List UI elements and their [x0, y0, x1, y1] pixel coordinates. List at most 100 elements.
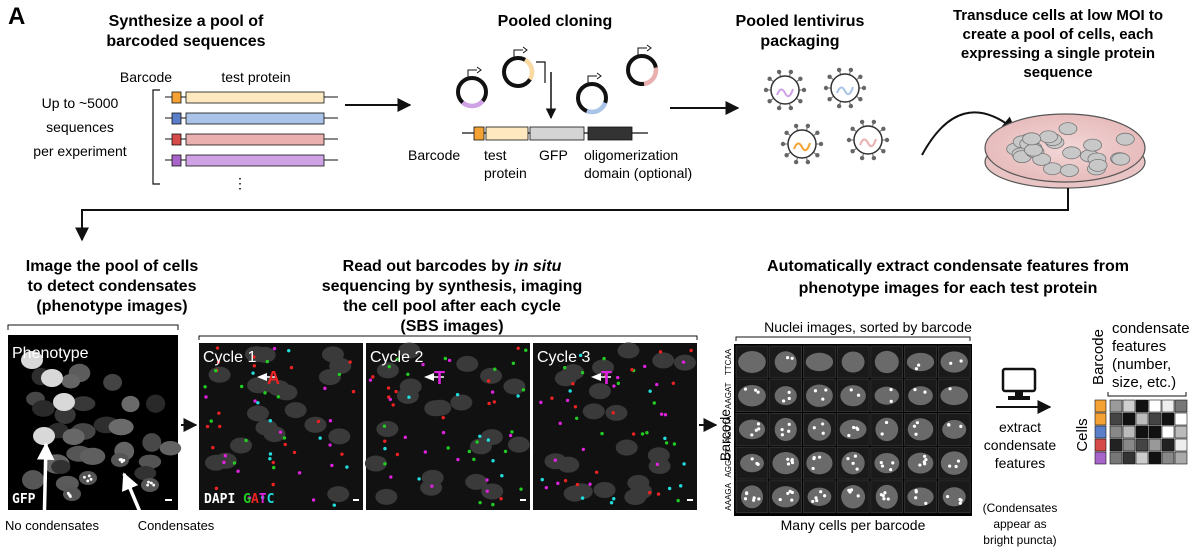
sbs-spot — [609, 501, 614, 505]
sbs-nucleus — [615, 439, 638, 456]
virus-spike-tip — [884, 137, 890, 143]
sbs-spot — [524, 348, 528, 352]
tile-nucleus — [874, 350, 899, 374]
construct-oligomerization — [587, 126, 633, 141]
barcode-label: AGCTA — [724, 415, 733, 443]
sbs-spot — [478, 434, 482, 438]
tile-punctum — [787, 422, 791, 427]
sbs-spot — [467, 449, 472, 454]
step5-title-line1: Image the pool of cells — [26, 258, 199, 275]
step6-title-italic: in situ — [514, 258, 561, 275]
sbs-nucleus — [554, 370, 577, 387]
phenotype-nucleus — [103, 373, 123, 391]
sbs-spot — [575, 482, 580, 487]
sbs-spot — [278, 430, 283, 434]
matrix-cell — [1174, 438, 1188, 452]
sbs-spot — [443, 356, 448, 361]
step4-title-line4: sequence — [1023, 64, 1092, 81]
virus-spike-tip — [881, 126, 886, 132]
sbs-nucleus — [376, 362, 399, 379]
step6-title-line4: (SBS images) — [400, 318, 503, 335]
barcode-label: TTCAA — [724, 348, 733, 375]
sbs-spot — [682, 462, 686, 466]
phenotype-nucleus — [71, 396, 96, 412]
virus-capsid — [830, 73, 860, 103]
dish-cell — [1088, 158, 1108, 172]
virus-spike-tip — [836, 103, 842, 109]
sbs-spot — [472, 457, 476, 462]
sbs-spot — [616, 381, 621, 386]
step2-protein-label: protein — [484, 165, 527, 181]
virus-spike-tip — [793, 159, 799, 165]
phenotype-nucleus — [51, 459, 71, 474]
note-line1: (Condensates — [983, 501, 1058, 515]
sbs-spot — [656, 492, 661, 496]
sbs-spot — [311, 498, 316, 502]
virus-spike-tip — [767, 98, 772, 104]
sbs-spot — [283, 442, 287, 447]
sbs-spot — [292, 450, 297, 455]
step4-title-line3: expressing a single protein — [961, 45, 1155, 62]
matrix-cell — [1109, 399, 1123, 413]
cycle-pointer — [424, 373, 434, 381]
tile-punctum — [821, 397, 825, 401]
virus-spike-tip — [784, 152, 789, 158]
sbs-nucleus — [247, 377, 270, 394]
tile-punctum — [788, 489, 792, 493]
sbs-spot — [271, 482, 275, 487]
promoter-arrow — [637, 47, 647, 55]
sbs-spot — [215, 346, 220, 350]
step6-title-part1: Read out barcodes by — [343, 258, 515, 275]
tile-nucleus — [940, 351, 968, 373]
scale-bar — [165, 499, 172, 501]
cycle-base: T — [601, 368, 612, 388]
virus-spike-tip — [823, 85, 829, 91]
sbs-spot — [486, 438, 491, 442]
tile-punctum — [882, 497, 886, 501]
sbs-spot — [516, 346, 520, 350]
sbs-nucleus — [375, 488, 398, 505]
tile-punctum — [959, 359, 963, 363]
barcode-axis-label: Barcode — [717, 409, 733, 461]
sbs-spot — [581, 447, 586, 452]
gfp-channel-label: GFP — [12, 492, 36, 507]
matrix-cell — [1109, 451, 1123, 465]
tile-punctum — [856, 393, 861, 397]
sbs-spot — [493, 367, 497, 371]
tile-punctum — [958, 497, 962, 502]
tile-punctum — [918, 463, 922, 467]
step4-title-line2: create a pool of cells, each — [963, 26, 1154, 43]
sbs-spot — [216, 360, 221, 364]
phenotype-nucleus — [142, 433, 162, 452]
promoter-arrowhead — [596, 72, 602, 80]
sbs-spot — [571, 382, 575, 386]
tile-nucleus — [942, 487, 966, 507]
matrix-row-barcode — [1094, 412, 1107, 426]
sbs-spot — [203, 385, 207, 389]
step3-title-line2: packaging — [760, 33, 839, 50]
tile-punctum — [811, 499, 815, 504]
sbs-nucleus — [208, 366, 231, 383]
sbs-spot — [676, 498, 680, 503]
dish-cell — [1115, 132, 1135, 146]
sbs-spot — [600, 431, 604, 436]
sbs-spot — [475, 440, 479, 444]
step1-side-line3: per experiment — [33, 143, 126, 159]
sbs-spot — [271, 460, 275, 465]
tile-punctum — [787, 396, 791, 401]
matrix-feature-bracket — [1107, 392, 1187, 397]
punctum — [147, 480, 150, 484]
sbs-spot — [368, 378, 373, 382]
sbs-spot — [516, 394, 520, 398]
step2-gfp-label: GFP — [539, 147, 568, 163]
virus-spike-tip — [780, 141, 786, 147]
tile-punctum — [824, 388, 828, 392]
sbs-spot — [276, 395, 281, 399]
sbs-spot — [383, 439, 387, 443]
arrow-3-4 — [921, 111, 1017, 156]
sbs-nucleus — [284, 402, 307, 419]
tile-punctum — [812, 456, 816, 460]
tile-punctum — [852, 425, 856, 430]
tile-punctum — [786, 457, 790, 461]
condensate-nucleus — [79, 471, 97, 485]
